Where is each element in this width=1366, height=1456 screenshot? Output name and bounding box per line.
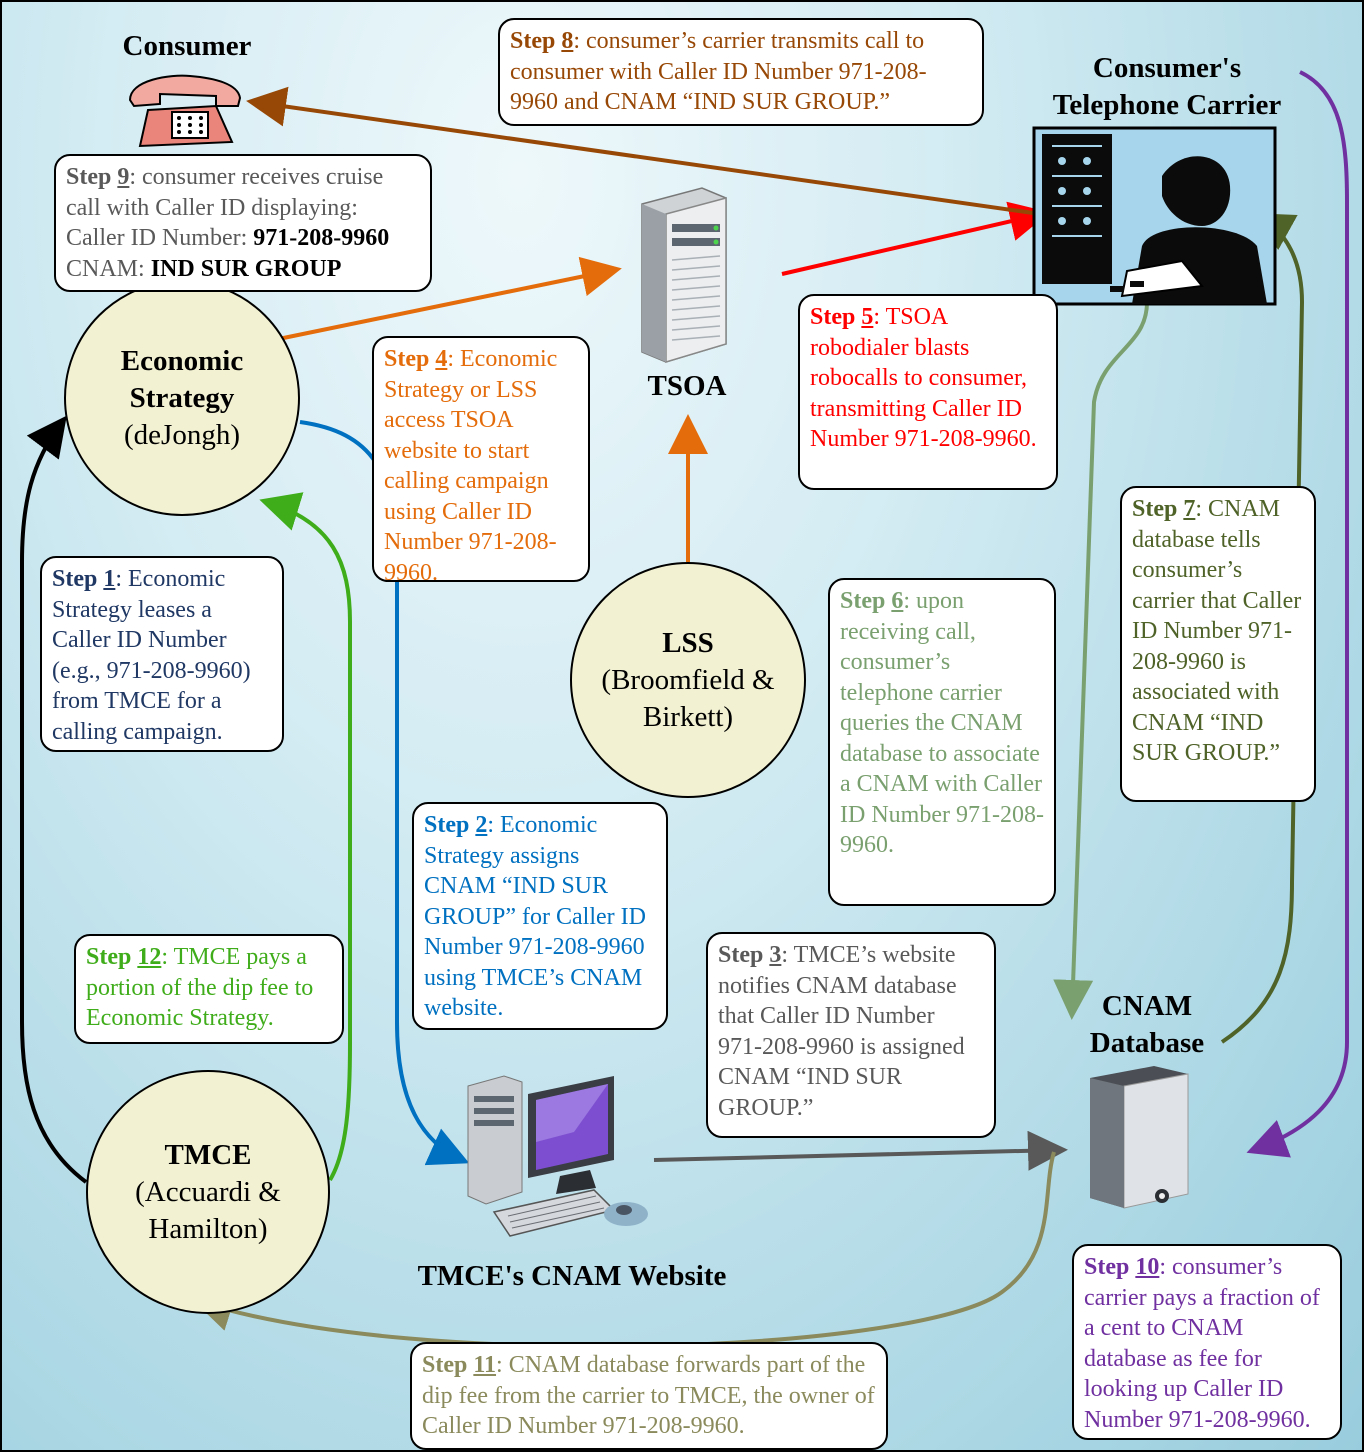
tsoa-label: TSOA — [647, 370, 727, 402]
arrow-economic-to-tsoa — [263, 256, 622, 344]
lss-people: (Broomfield & Birkett) — [601, 663, 775, 733]
step-8-box: Step 8: consumer’s carrier transmits cal… — [498, 18, 984, 126]
step-3-box: Step 3: TMCE’s website notifies CNAM dat… — [706, 932, 996, 1138]
database-server-icon — [1090, 1066, 1189, 1209]
cnam-db-label: CNAM Database — [1089, 990, 1205, 1059]
arrow-website-to-cnam — [653, 1130, 1068, 1171]
step-12-box: Step 12: TMCE pays a portion of the dip … — [74, 934, 344, 1044]
step-2-box: Step 2: Economic Strategy assigns CNAM “… — [412, 802, 668, 1030]
arrow-tmce-to-economic — [259, 492, 352, 1182]
step-1-box: Step 1: Economic Strategy leases a Calle… — [40, 556, 284, 752]
step-10-box: Step 10: consumer’s carrier pays a fract… — [1072, 1244, 1342, 1440]
arrow-carrier-to-cnam — [1053, 301, 1149, 1020]
switchboard-operator-icon — [1032, 126, 1277, 306]
carrier-label: Consumer's Telephone Carrier — [1052, 52, 1282, 121]
step-7-box: Step 7: CNAM database tells consumer’s c… — [1120, 486, 1316, 802]
step-11-box: Step 11: CNAM database forwards part of … — [410, 1342, 888, 1450]
lss-name: LSS — [662, 626, 714, 659]
arrow-cnam-to-carrier — [1220, 213, 1305, 1044]
arrow-carrier-pays-cnam — [1246, 70, 1349, 1158]
desktop-computer-icon — [467, 1075, 648, 1237]
economic-strategy-node: Economic Strategy (deJongh) — [64, 280, 300, 516]
step-9-box: Step 9: consumer receives cruise call wi… — [54, 154, 432, 292]
arrow-tsoa-to-carrier — [781, 201, 1050, 276]
economic-strategy-people: (deJongh) — [124, 418, 240, 451]
step-4-box: Step 4: Economic Strategy or LSS access … — [372, 336, 590, 586]
economic-strategy-name: Economic Strategy — [120, 344, 244, 414]
arrow-tmce-leases-economic — [20, 415, 88, 1184]
step-5-box: Step 5: TSOA robodialer blasts robocalls… — [798, 294, 1058, 490]
arrow-carrier-to-consumer — [246, 86, 1048, 217]
consumer-label: Consumer — [122, 30, 252, 62]
tmce-people: (Accuardi & Hamilton) — [135, 1175, 281, 1245]
tmce-name: TMCE — [164, 1138, 252, 1171]
arrow-cnam-to-tmce — [192, 1151, 1056, 1349]
tmce-node: TMCE (Accuardi & Hamilton) — [86, 1070, 330, 1314]
step-6-box: Step 6: upon receiving call, consumer’s … — [828, 578, 1056, 906]
website-label: TMCE's CNAM Website — [417, 1260, 727, 1292]
server-tower-icon — [641, 187, 727, 364]
telephone-icon — [128, 74, 242, 148]
lss-node: LSS (Broomfield & Birkett) — [570, 562, 806, 798]
